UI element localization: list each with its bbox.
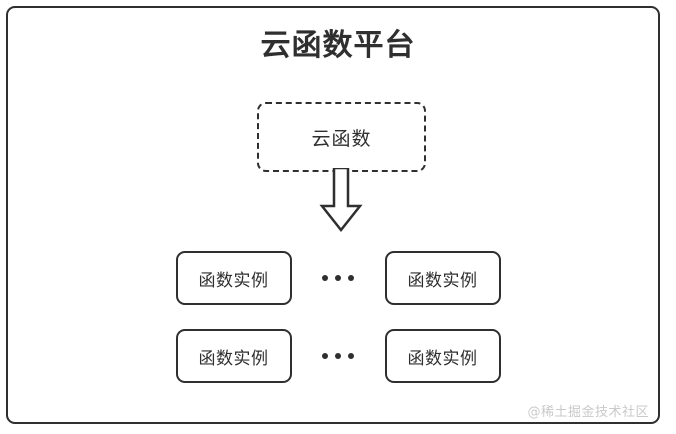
function-instance-label: 函数实例	[198, 348, 269, 369]
function-instance-box: 函数实例	[175, 329, 292, 383]
page-title: 云函数平台	[260, 28, 416, 63]
ellipsis-dot	[348, 353, 354, 359]
function-instance-label: 函数实例	[198, 270, 269, 291]
watermark: @稀土掘金技术社区	[527, 405, 649, 420]
function-instance-box: 函数实例	[384, 251, 501, 305]
function-instance-label: 函数实例	[407, 270, 478, 291]
cloud-function-node: 云函数	[257, 102, 426, 172]
function-instance-label: 函数实例	[407, 348, 478, 369]
ellipsis-dot	[322, 275, 328, 281]
function-instance-row: 函数实例 函数实例	[0, 329, 676, 383]
ellipsis-dot	[335, 353, 341, 359]
ellipsis-dot	[335, 275, 341, 281]
function-instance-box: 函数实例	[175, 251, 292, 305]
ellipsis-dot	[322, 353, 328, 359]
down-arrow-icon	[319, 168, 363, 232]
ellipsis-dot	[348, 275, 354, 281]
ellipsis-separator	[292, 329, 385, 383]
ellipsis-separator	[292, 251, 385, 305]
function-instance-row: 函数实例 函数实例	[0, 251, 676, 305]
function-instance-box: 函数实例	[384, 329, 501, 383]
cloud-function-label: 云函数	[311, 127, 372, 150]
